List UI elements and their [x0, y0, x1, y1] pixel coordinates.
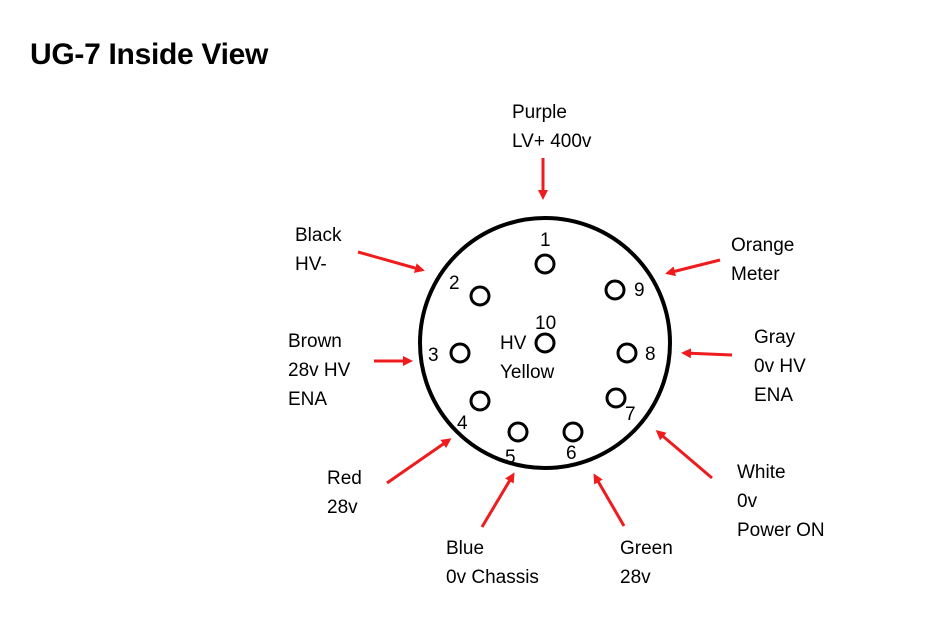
- orange-wire-signal: Meter: [731, 264, 780, 285]
- diagram-title: UG-7 Inside View: [30, 38, 269, 71]
- red-wire-color: Red: [327, 468, 362, 489]
- green-wire-arrow: [593, 473, 626, 527]
- pin-4-number: 4: [457, 413, 468, 434]
- blue-wire-arrow: [480, 472, 515, 528]
- green-wire-color: Green: [620, 538, 673, 559]
- pin-10-hole: [534, 332, 556, 354]
- black-wire-label: Black HV-: [295, 221, 341, 279]
- pin-1-hole: [534, 253, 556, 275]
- red-wire-label: Red 28v: [327, 464, 362, 522]
- white-wire-label: White 0v Power ON: [737, 458, 825, 545]
- pin-5-hole: [507, 421, 529, 443]
- black-wire-color: Black: [295, 225, 342, 246]
- pin-4-hole: [469, 390, 491, 412]
- black-wire-signal: HV-: [295, 254, 327, 275]
- brown-wire-label: Brown 28v HV ENA: [288, 327, 350, 414]
- white-wire-color: White: [737, 462, 786, 483]
- black-wire-arrow: [357, 250, 425, 273]
- purple-wire-signal: LV+ 400v: [512, 131, 592, 152]
- brown-wire-color: Brown: [288, 331, 342, 352]
- brown-wire-signal-2: ENA: [288, 389, 328, 410]
- gray-wire-signal-2: ENA: [754, 385, 794, 406]
- gray-wire-signal: 0v HV: [754, 356, 806, 377]
- pin-6-number: 6: [566, 443, 577, 464]
- gray-wire-arrow: [681, 348, 733, 359]
- white-wire-signal: 0v: [737, 491, 758, 512]
- pin-1-number: 1: [540, 230, 551, 251]
- green-wire-label: Green 28v: [620, 534, 673, 592]
- blue-wire-label: Blue 0v Chassis: [446, 534, 539, 592]
- pin-2-hole: [469, 285, 491, 307]
- blue-wire-signal: 0v Chassis: [446, 567, 539, 588]
- pin-10-caption-line-2: Yellow: [500, 362, 555, 383]
- blue-wire-color: Blue: [446, 538, 485, 559]
- white-wire-arrow: [655, 430, 713, 480]
- red-wire-arrow: [386, 438, 452, 485]
- pin-3-number: 3: [428, 345, 439, 366]
- pin-5-number: 5: [505, 447, 516, 468]
- pin-6-hole: [562, 421, 584, 443]
- pin-8-number: 8: [645, 344, 656, 365]
- pin-10-caption-line-1: HV: [500, 333, 527, 354]
- gray-wire-label: Gray 0v HV ENA: [754, 323, 806, 410]
- purple-wire-color: Purple: [512, 102, 567, 123]
- orange-wire-color: Orange: [731, 235, 795, 256]
- connector-body: [418, 216, 672, 470]
- red-wire-signal: 28v: [327, 497, 358, 518]
- brown-wire-signal: 28v HV: [288, 360, 351, 381]
- orange-wire-arrow: [665, 258, 721, 277]
- pin-7-hole: [605, 387, 627, 409]
- pin-10-number: 10: [535, 313, 556, 334]
- white-wire-signal-2: Power ON: [737, 520, 825, 541]
- pin-8-hole: [616, 342, 638, 364]
- pin-9-number: 9: [634, 280, 645, 301]
- purple-wire-label: Purple LV+ 400v: [512, 98, 591, 156]
- pin-9-hole: [604, 279, 626, 301]
- gray-wire-color: Gray: [754, 327, 796, 348]
- pin-7-number: 7: [625, 404, 636, 425]
- green-wire-signal: 28v: [620, 567, 651, 588]
- pin-3-hole: [449, 342, 471, 364]
- pin-2-number: 2: [449, 273, 460, 294]
- orange-wire-label: Orange Meter: [731, 231, 794, 289]
